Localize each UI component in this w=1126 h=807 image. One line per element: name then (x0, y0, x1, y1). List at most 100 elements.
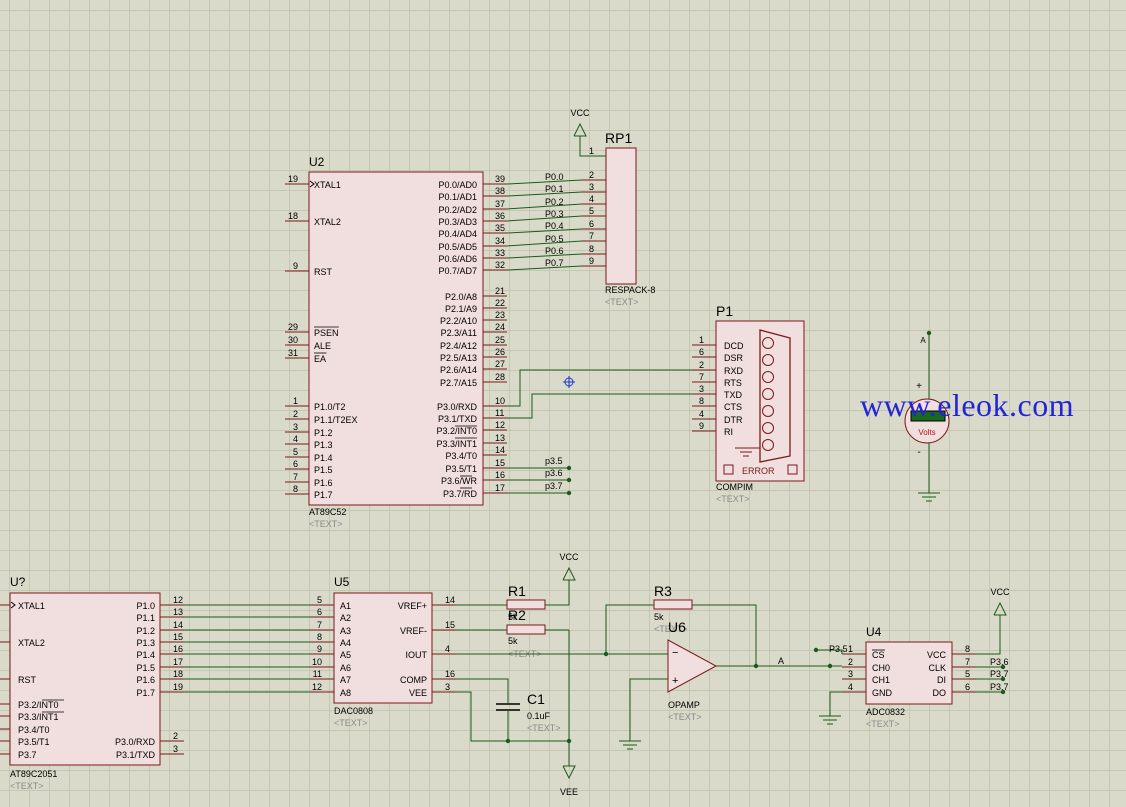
u2-pin-name: P3.3/INT1 (436, 439, 477, 449)
cs-wire (816, 649, 843, 654)
c1-ref: C1 (527, 691, 545, 707)
p3-net-label: p3.7 (545, 481, 563, 491)
p0-net-label: P0.7 (545, 258, 564, 268)
r3-body[interactable] (653, 599, 693, 610)
opamp-plus-sign: + (672, 675, 678, 687)
u2-pin-name: P3.2/INT0 (436, 426, 477, 436)
clock-marker-icon (10, 601, 16, 609)
rp1-body[interactable] (605, 147, 637, 285)
uq-pin-num: 13 (173, 607, 183, 617)
opamp-body[interactable] (667, 639, 718, 693)
u2-pin-name: P2.7/A15 (440, 378, 477, 388)
db9-pin-icon (762, 388, 774, 400)
u2-pin-num: 21 (495, 286, 505, 296)
compim-pin-name: RTS (724, 378, 742, 388)
vcc-power-icon (573, 122, 587, 137)
u4-pin-num: 5 (965, 669, 970, 679)
u2-pin-num: 28 (495, 372, 505, 382)
rp1-pin-num: 3 (589, 182, 594, 192)
u4-body[interactable] (865, 641, 953, 705)
u2-pin-num: 5 (293, 447, 298, 457)
compim-pin-num: 3 (699, 384, 704, 394)
rp1-pin-num: 8 (589, 244, 594, 254)
voltmeter-minus: - (917, 447, 920, 458)
u2-pin-num: 30 (288, 335, 298, 345)
junction-dot (566, 477, 572, 483)
u2-pin-num: 2 (293, 409, 298, 419)
u2-pin-num: 16 (495, 470, 505, 480)
r2-value: 5k (508, 612, 518, 622)
vcc-wire-rp1 (579, 136, 606, 157)
uq-pin-name: P3.2/INT0 (18, 700, 59, 710)
u5-pin-num: 11 (313, 669, 322, 679)
c1-text-placeholder: <TEXT> (527, 723, 561, 733)
junction-dot (926, 330, 932, 336)
u2-pin-name: P0.3/AD3 (438, 217, 477, 227)
u5-pin-name: A4 (340, 638, 351, 648)
u5-ref: U5 (334, 575, 350, 589)
u5-body[interactable] (333, 592, 433, 704)
u2-pin-name: P1.2 (314, 428, 333, 438)
uq-pin-num: 15 (173, 632, 183, 642)
u4-pin-name: DO (933, 688, 947, 698)
u2-pin-name: RST (314, 267, 333, 277)
u2-pin-num: 36 (495, 211, 505, 221)
junction-dot (566, 465, 572, 471)
uq-pin-name: P3.0/RXD (115, 737, 156, 747)
u2-pin-num: 14 (495, 445, 505, 455)
compim-pin-num: 9 (699, 421, 704, 431)
p0-net-label: P0.3 (545, 209, 564, 219)
uq-pin-name: P1.3 (136, 638, 155, 648)
u2-pin-num: 34 (495, 236, 505, 246)
u2-pin-name: P0.2/AD2 (438, 205, 477, 215)
uq-pin-name: P3.5/T1 (18, 737, 50, 747)
u5-pin-name: A1 (340, 601, 351, 611)
u4-pin-name: GND (872, 688, 893, 698)
u2-pin-name: ALE (314, 341, 331, 351)
rp1-part-name: RESPACK-8 (605, 285, 655, 295)
u2-pin-num: 11 (495, 408, 504, 418)
rp1-pin-num: 4 (589, 194, 594, 204)
vee-wire (456, 691, 569, 742)
u4-pin-num: 6 (965, 682, 970, 692)
u2-pin-num: 4 (293, 434, 298, 444)
junction-dot (753, 663, 759, 669)
u2-pin-num: 25 (495, 335, 505, 345)
u5-pin-name: VEE (409, 688, 427, 698)
uq-pin-name: P1.4 (136, 650, 155, 660)
u5-pin-num: 6 (317, 607, 322, 617)
r2-body[interactable] (506, 624, 546, 635)
u2-pin-name: P0.1/AD1 (438, 192, 477, 202)
u5-pin-name: A8 (340, 688, 351, 698)
cs-net-label: P3.5 (829, 644, 848, 654)
r1-vcc-wire (545, 580, 570, 606)
rxd-net-wire (507, 369, 692, 407)
u5-pin-name: A2 (340, 613, 351, 623)
u2-pin-num: 23 (495, 310, 505, 320)
u4-pin-name: CH0 (872, 663, 890, 673)
compim-error-label: ERROR (742, 466, 775, 476)
u2-pin-num: 3 (293, 422, 298, 432)
u2-pin-name: P3.5/T1 (445, 464, 477, 474)
uq-body[interactable] (9, 592, 161, 766)
uq-pin-name: XTAL2 (18, 638, 45, 648)
compim-pin-name: DTR (724, 415, 743, 425)
u2-pin-name: P1.5 (314, 465, 333, 475)
vcc-label: VCC (559, 552, 579, 562)
uq-pin-name: P1.6 (136, 675, 155, 685)
db9-pin-icon (762, 337, 774, 349)
db9-pin-icon (762, 439, 774, 451)
u4-pin-num: 8 (965, 644, 970, 654)
u5-text-placeholder: <TEXT> (334, 718, 368, 728)
p0-net-label: P0.6 (545, 246, 564, 256)
compim-pin-name: DSR (724, 353, 744, 363)
u2-body[interactable] (308, 171, 484, 506)
vcc-power-icon (993, 601, 1007, 616)
u2-pin-num: 22 (495, 298, 505, 308)
u2-pin-name: P2.0/A8 (445, 292, 477, 302)
u5-pin-num: 12 (312, 682, 322, 692)
p0-net-wire (506, 228, 583, 234)
uq-pin-num: 19 (173, 682, 183, 692)
junction-dot (813, 647, 819, 653)
